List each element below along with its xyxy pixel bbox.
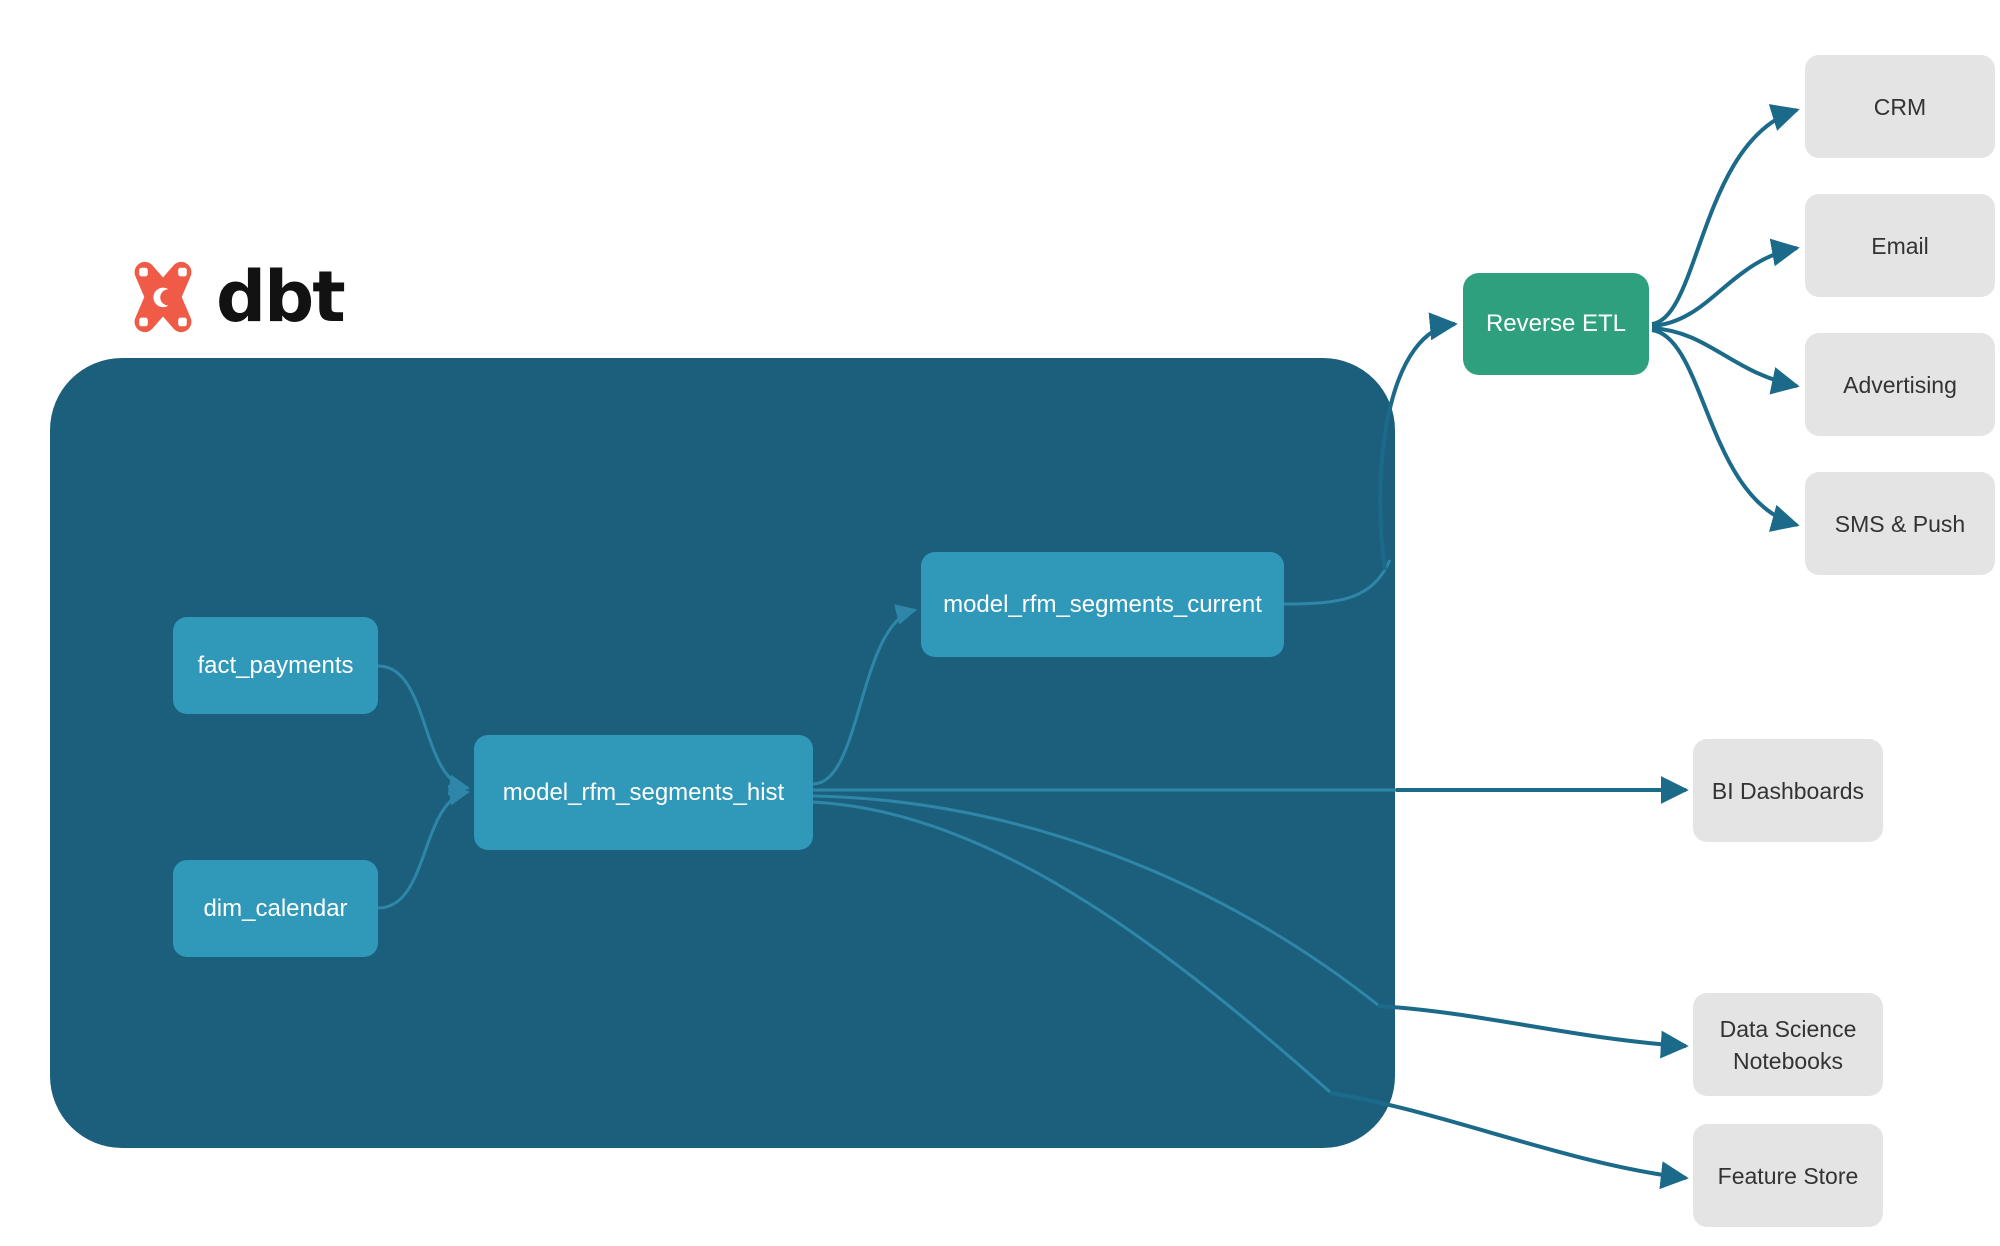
destination-label-line1: Data Science [1719, 1015, 1857, 1042]
edge-reverse-etl-to-advertising [1651, 326, 1800, 395]
dbt-logo: dbt [124, 256, 346, 338]
dbt-x-logo-icon [134, 261, 192, 333]
destination-label: CRM [1873, 93, 1927, 120]
reverse-etl-node[interactable]: Reverse ETL [1463, 273, 1649, 375]
destination-node-feature-store[interactable]: Feature Store [1693, 1124, 1883, 1227]
edge-reverse-etl-to-sms-push [1651, 328, 1800, 532]
destination-label: SMS & Push [1834, 510, 1966, 537]
reverse-etl-label: Reverse ETL [1485, 310, 1627, 337]
model-node-rfm-segments-current[interactable]: model_rfm_segments_current [921, 552, 1284, 657]
destination-label: Advertising [1843, 371, 1957, 398]
dbt-wordmark-text: dbt [216, 256, 346, 338]
destination-node-crm[interactable]: CRM [1805, 55, 1995, 158]
destination-label: Email [1871, 232, 1929, 259]
destination-label-line2: Notebooks [1733, 1047, 1843, 1074]
destination-node-sms-push[interactable]: SMS & Push [1805, 472, 1995, 575]
destination-label: Feature Store [1717, 1162, 1859, 1189]
model-node-fact-payments[interactable]: fact_payments [173, 617, 378, 714]
destination-label: BI Dashboards [1711, 777, 1865, 804]
model-node-dim-calendar[interactable]: dim_calendar [173, 860, 378, 957]
model-node-label: dim_calendar [203, 894, 348, 922]
destination-node-data-science-notebooks[interactable]: Data Science Notebooks [1693, 993, 1883, 1096]
model-node-rfm-segments-hist[interactable]: model_rfm_segments_hist [474, 735, 813, 850]
model-node-label: model_rfm_segments_hist [502, 778, 785, 806]
edge-reverse-etl-to-crm [1651, 104, 1800, 326]
model-node-label: fact_payments [197, 651, 354, 679]
edge-reverse-etl-to-email [1651, 238, 1800, 328]
destination-node-email[interactable]: Email [1805, 194, 1995, 297]
model-node-label: model_rfm_segments_current [943, 590, 1262, 618]
edge-dbt-to-data-science-notebooks [1377, 1004, 1689, 1059]
destination-node-advertising[interactable]: Advertising [1805, 333, 1995, 436]
destination-node-bi-dashboards[interactable]: BI Dashboards [1693, 739, 1883, 842]
